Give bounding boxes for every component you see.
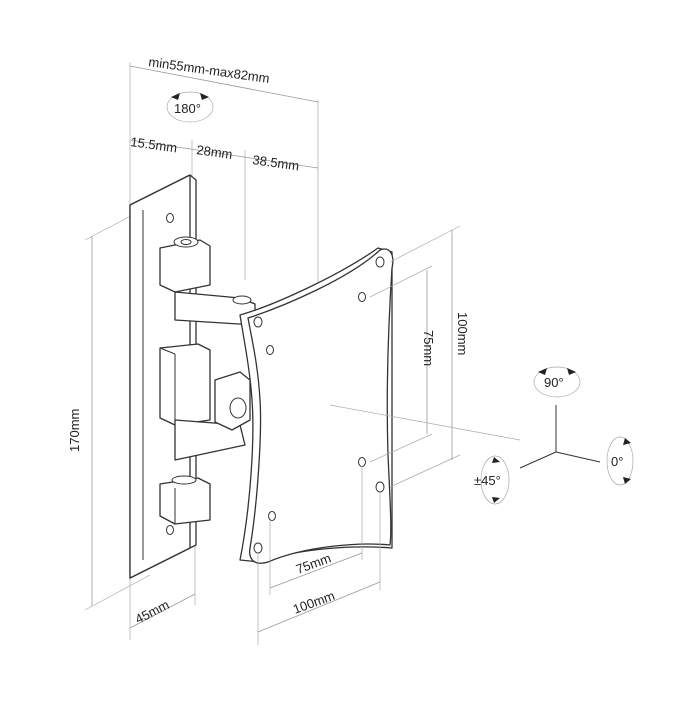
wall-hole-top-icon	[166, 213, 174, 223]
vesa-hole-tl-corner-icon	[253, 316, 263, 328]
lower-knuckle	[159, 477, 211, 525]
vesa-plate	[239, 247, 394, 564]
rotation-axes: 90° ±45° 0°	[474, 366, 634, 505]
wall-width-label: 45mm	[133, 597, 172, 627]
tilt-knob-icon	[229, 397, 247, 419]
vesa-plate-face	[247, 248, 394, 564]
tilt-arrow-bottom-icon	[492, 497, 500, 503]
axis-level	[555, 451, 601, 463]
rotate-label: 90°	[544, 375, 564, 390]
seg-b-label: 28mm	[196, 142, 234, 162]
tilt-arrow-top-icon	[492, 457, 500, 463]
swivel-ellipse	[166, 91, 214, 123]
center-axis	[329, 404, 521, 441]
seg-a-label: 15.5mm	[130, 134, 179, 155]
tilt-label: ±45°	[474, 473, 501, 488]
vesa-h-outer-label: 100mm	[291, 588, 337, 617]
vesa-hole-tl-outer-icon	[266, 345, 274, 355]
arm-assembly	[159, 236, 256, 525]
rotate-arrow-left-icon	[538, 368, 547, 375]
height-label: 170mm	[67, 409, 82, 452]
wall-hole-bottom-icon	[166, 525, 174, 535]
vesa-hole-tr-outer-icon	[375, 256, 385, 268]
level-arrow-top-icon	[623, 438, 631, 445]
swivel-indicator: 180°	[166, 91, 214, 123]
vesa-v-inner-label: 75mm	[421, 330, 436, 366]
vesa-hole-tr-inner-icon	[358, 292, 366, 302]
seg-c-label: 38.5mm	[252, 152, 301, 173]
upper-knuckle	[159, 239, 211, 293]
level-ellipse	[606, 436, 634, 486]
vesa-vertical-dimensions: 75mm 100mm	[369, 225, 470, 488]
vesa-hole-bl-inner-icon	[268, 511, 276, 521]
top-dimensions: min55mm-max82mm 15.5mm 28mm 38.5mm	[130, 54, 319, 290]
vesa-hole-br-inner-icon	[358, 457, 366, 467]
tilt-ellipse	[480, 455, 510, 505]
vesa-hole-bl-outer-icon	[253, 542, 263, 554]
level-arrow-bottom-icon	[623, 477, 631, 484]
axis-tilt	[519, 451, 557, 469]
vesa-v-outer-label: 100mm	[455, 312, 470, 355]
rotate-ellipse	[533, 366, 581, 398]
arrow-left-icon	[171, 93, 180, 100]
swivel-label: 180°	[174, 101, 201, 116]
arrow-right-icon	[200, 93, 209, 100]
vesa-hole-br-outer-icon	[375, 481, 385, 493]
middle-knuckle	[159, 343, 211, 426]
rotate-arrow-right-icon	[567, 368, 576, 375]
vesa-h-inner-label: 75mm	[294, 550, 333, 576]
level-label: 0°	[611, 454, 623, 469]
